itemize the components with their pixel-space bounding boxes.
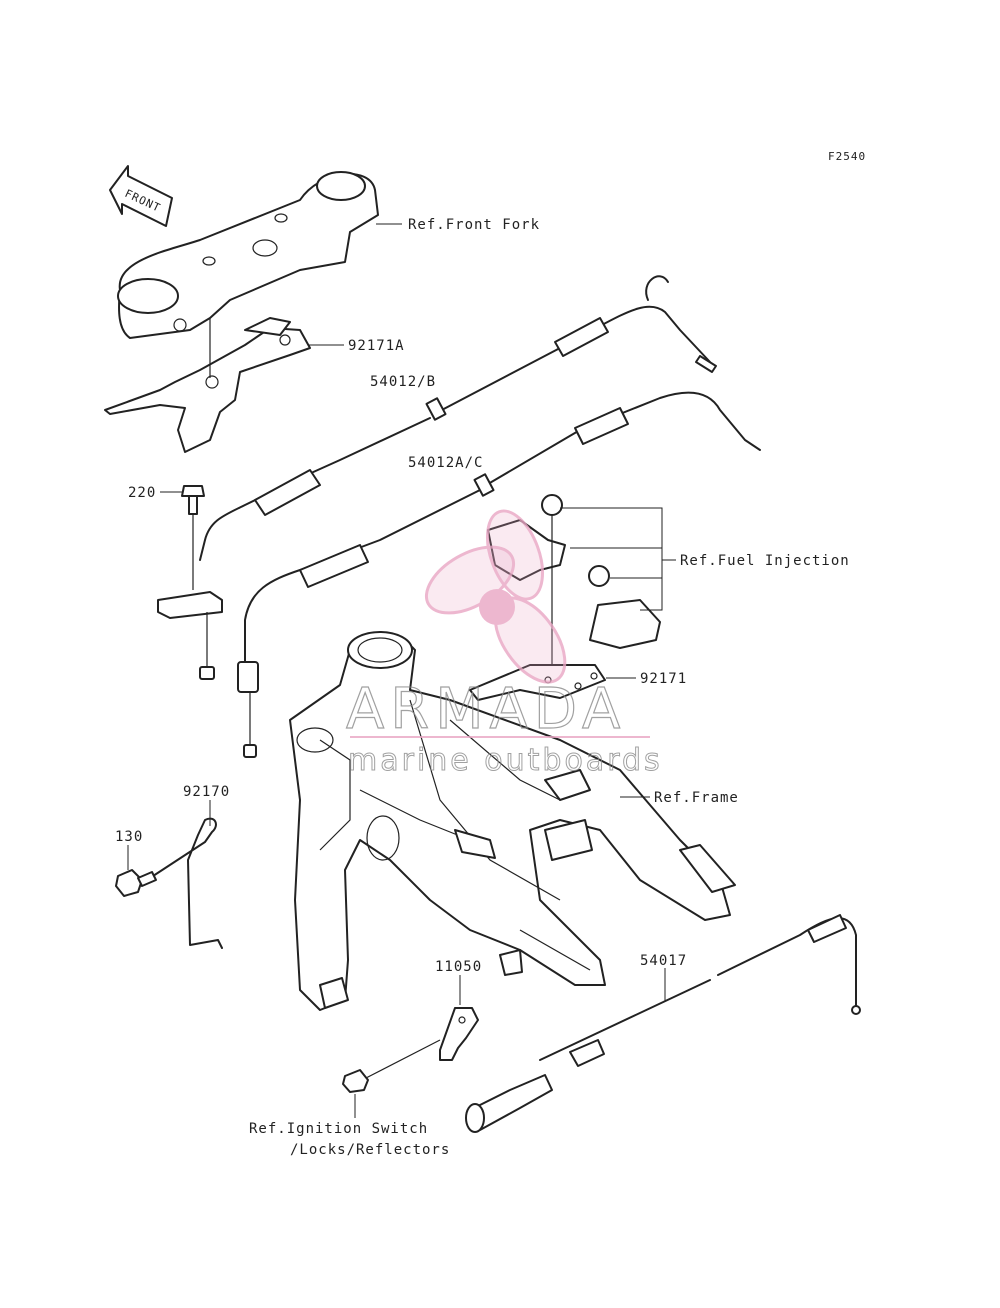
label-ref-front-fork: Ref.Front Fork	[408, 217, 540, 233]
label-ref-ignition-line2: /Locks/Reflectors	[290, 1142, 450, 1158]
label-54012AC: 54012A/C	[408, 455, 483, 471]
label-54012B: 54012/B	[370, 374, 436, 390]
label-92171: 92171	[640, 671, 687, 687]
fuel-injection-sensor-lower	[588, 565, 661, 649]
bolt-220	[181, 485, 205, 590]
label-220: 220	[128, 485, 156, 501]
fuel-injection-sensor-upper	[487, 494, 566, 680]
cable-54012B	[199, 275, 717, 561]
watermark-brand: ARMADA	[346, 677, 626, 742]
fork-top-bracket	[117, 171, 379, 339]
propeller-logo-icon	[424, 509, 567, 684]
label-ref-frame: Ref.Frame	[654, 790, 739, 806]
cable-bracket	[157, 591, 223, 680]
label-ref-ignition-line1: Ref.Ignition Switch	[249, 1121, 428, 1137]
cable-54017	[465, 914, 861, 1133]
diagram-code: F2540	[828, 150, 866, 163]
bracket-92171	[469, 664, 606, 701]
bracket-11050	[439, 1007, 479, 1061]
ignition-screw	[342, 1039, 441, 1093]
clip-92170	[149, 817, 223, 949]
watermark-tagline: marine outboards	[348, 743, 663, 778]
label-92171A: 92171A	[348, 338, 405, 354]
bolt-130	[115, 869, 157, 897]
label-ref-fuel-injection: Ref.Fuel Injection	[680, 553, 850, 569]
frame	[289, 631, 736, 1011]
cable-54012AC	[237, 391, 761, 758]
front-arrow-icon: FRONT	[109, 165, 173, 227]
clamp-92171A	[104, 317, 311, 453]
label-92170: 92170	[183, 784, 230, 800]
label-130: 130	[115, 829, 143, 845]
label-11050: 11050	[435, 959, 482, 975]
label-54017: 54017	[640, 953, 687, 969]
watermark: ARMADA marine outboards	[345, 509, 663, 779]
